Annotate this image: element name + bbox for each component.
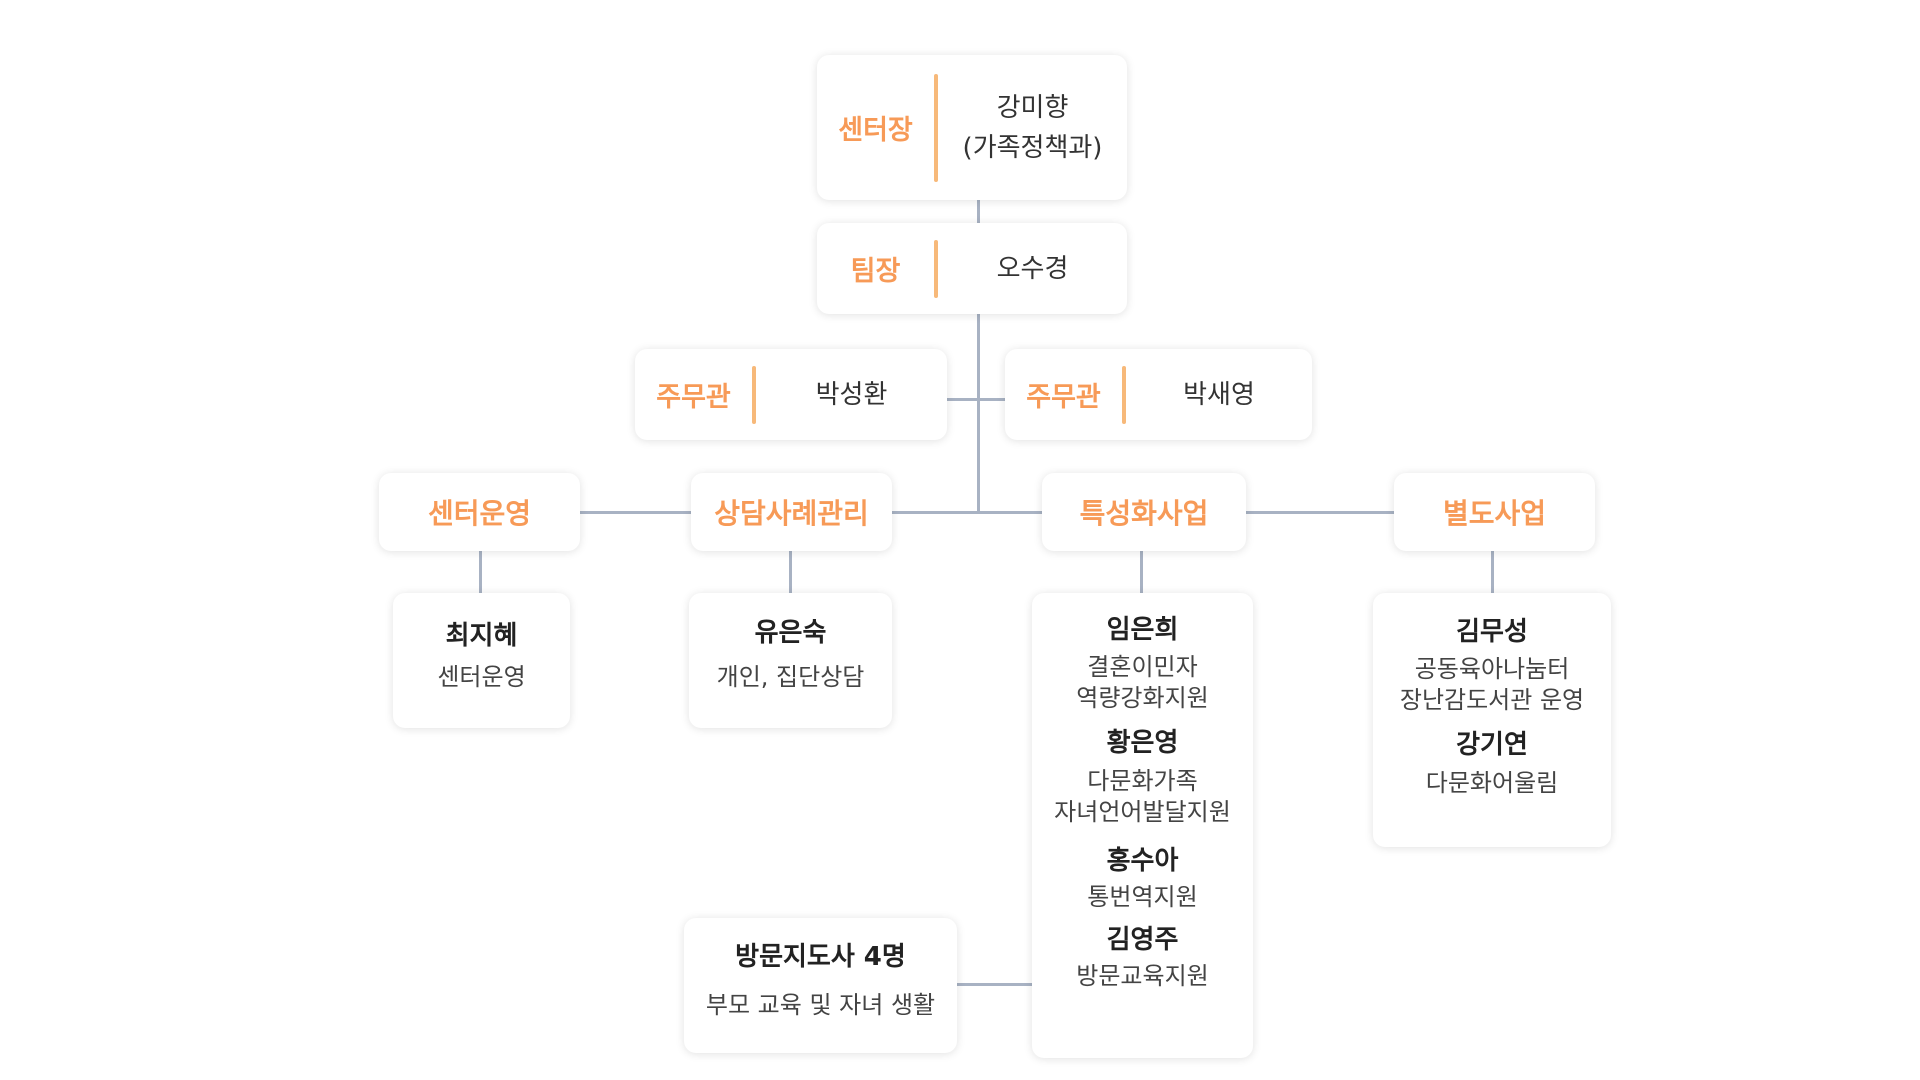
department-center-operation: 센터운영 [379,473,580,551]
staff-duty: 다문화가족 [1087,767,1198,795]
department-specialized-programs: 특성화사업 [1042,473,1246,551]
connector-director-teamleader [977,200,980,223]
staff-duty: 역량강화지원 [1076,684,1209,712]
director-name-block: 강미향 (가족정책과) [938,88,1127,168]
team-leader-name: 오수경 [996,253,1069,284]
connector-departments-center [892,511,1042,514]
role-separator [752,365,756,424]
staff-duty: 통번역지원 [1087,883,1198,911]
staff-name: 최지혜 [445,621,518,651]
connector-departments-left [580,511,691,514]
staff-duty: 장난감도서관 운영 [1399,686,1585,714]
connector-visiting [957,983,1032,986]
officer-name: 박성환 [815,379,888,410]
role-separator [934,239,938,298]
department-separate-programs: 별도사업 [1394,473,1595,551]
director-affiliation: (가족정책과) [962,132,1103,163]
team-leader-card: 팀장 오수경 [817,223,1127,314]
officer-role: 주무관 [1026,382,1101,413]
officer-card: 주무관 박새영 [1005,349,1312,440]
staff-name: 강기연 [1456,730,1528,760]
visiting-duty: 부모 교육 및 자녀 생활 [705,991,936,1019]
role-separator [934,73,938,182]
officer-card: 주무관 박성환 [635,349,947,440]
director-name: 강미향 [996,92,1069,123]
connector-trunk [977,314,980,514]
connector-dept1-staff [479,551,482,593]
connector-dept4-staff [1491,551,1494,593]
staff-card-center-operation: 최지혜 센터운영 [393,593,570,728]
staff-name: 김무성 [1456,617,1528,647]
staff-card-specialized-programs: 임은희 결혼이민자 역량강화지원 황은영 다문화가족 자녀언어발달지원 홍수아 … [1032,593,1253,1058]
staff-duty: 방문교육지원 [1076,962,1209,990]
connector-dept2-staff [789,551,792,593]
staff-name: 유은숙 [754,618,827,648]
staff-name: 황은영 [1106,728,1179,758]
staff-duty: 결혼이민자 [1087,653,1198,681]
department-counseling-case-management: 상담사례관리 [691,473,892,551]
connector-dept3-staff [1140,551,1143,593]
staff-card-separate-programs: 김무성 공동육아나눔터 장난감도서관 운영 강기연 다문화어울림 [1373,593,1611,847]
staff-duty: 자녀언어발달지원 [1054,798,1231,826]
staff-duty: 센터운영 [437,663,526,691]
staff-name: 홍수아 [1106,846,1179,876]
officer-name: 박새영 [1183,379,1255,410]
staff-duty: 다문화어울림 [1425,769,1559,797]
staff-card-counseling: 유은숙 개인, 집단상담 [689,593,892,728]
team-leader-role: 팀장 [850,256,901,287]
staff-duty: 공동육아나눔터 [1414,655,1570,683]
visiting-instructors-card: 방문지도사 4명 부모 교육 및 자녀 생활 [684,918,957,1053]
staff-name: 김영주 [1106,925,1179,955]
role-separator [1122,365,1126,424]
officer-role: 주무관 [656,382,731,413]
connector-departments-right [1246,511,1394,514]
director-role: 센터장 [838,115,913,146]
staff-duty: 개인, 집단상담 [716,663,865,691]
director-card: 센터장 강미향 (가족정책과) [817,55,1127,200]
staff-name: 임은희 [1106,615,1179,645]
connector-officers [947,398,1005,401]
visiting-title: 방문지도사 4명 [735,942,906,972]
